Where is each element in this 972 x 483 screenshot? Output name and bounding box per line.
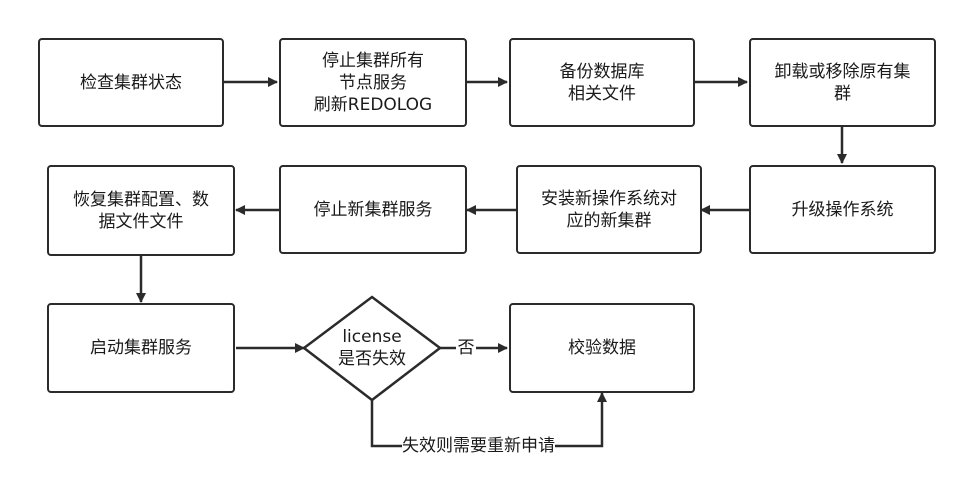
- decision-diamond: [301, 295, 443, 402]
- node-uninstall-label: 卸载或移除原有集 群: [774, 61, 911, 104]
- edge-label-no: 否: [456, 337, 476, 359]
- node-install-cluster: 安装新操作系统对 应的新集群: [516, 165, 702, 254]
- node-start: 启动集群服务: [47, 303, 235, 393]
- node-stop-nodes-label: 停止集群所有 节点服务 刷新REDOLOG: [313, 50, 433, 115]
- node-install-cluster-label: 安装新操作系统对 应的新集群: [541, 188, 677, 231]
- node-stop-new: 停止新集群服务: [279, 165, 467, 254]
- node-stop-nodes: 停止集群所有 节点服务 刷新REDOLOG: [279, 38, 467, 127]
- node-uninstall: 卸载或移除原有集 群: [749, 38, 936, 127]
- node-upgrade-os-label: 升级操作系统: [791, 199, 894, 220]
- edge-label-expired: 失效则需要重新申请: [402, 435, 555, 457]
- node-backup-label: 备份数据库 相关文件: [559, 61, 645, 104]
- node-upgrade-os: 升级操作系统: [749, 165, 936, 254]
- node-verify-label: 校验数据: [568, 338, 636, 358]
- node-restore-label: 恢复集群配置、数 据文件文件: [73, 189, 209, 232]
- node-backup: 备份数据库 相关文件: [509, 38, 695, 127]
- node-check-status-label: 检查集群状态: [80, 72, 182, 93]
- node-verify: 校验数据: [509, 303, 695, 393]
- node-restore: 恢复集群配置、数 据文件文件: [47, 165, 235, 256]
- decision-license-label: license 是否失效: [338, 327, 406, 369]
- node-stop-new-label: 停止新集群服务: [313, 199, 433, 220]
- node-check-status: 检查集群状态: [38, 38, 224, 127]
- node-start-label: 启动集群服务: [90, 338, 192, 358]
